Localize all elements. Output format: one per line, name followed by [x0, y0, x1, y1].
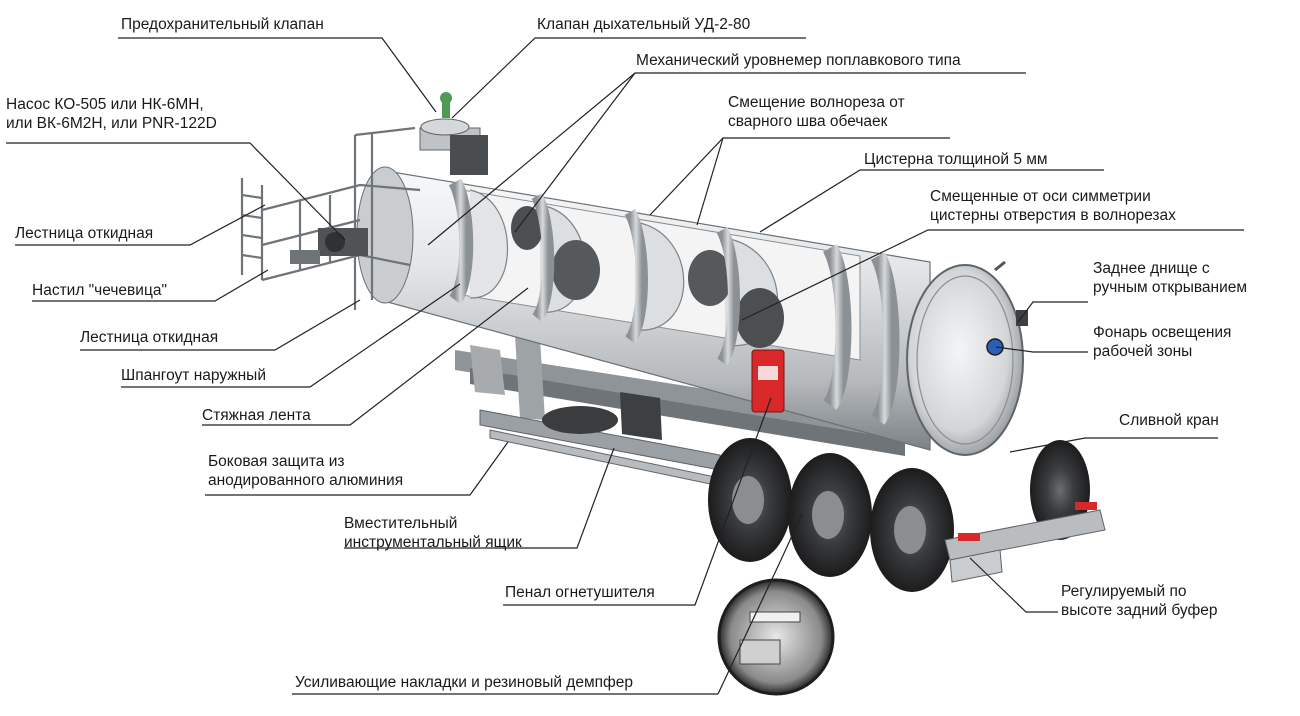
label-tool-box-line-2: инструментальный ящик: [344, 534, 522, 551]
label-rear-bumper-line-2: высоте задний буфер: [1061, 602, 1218, 619]
chassis-frame: [455, 335, 905, 487]
label-ladder-2: Лестница откидная: [80, 329, 219, 346]
label-tension-strap: Стяжная лента: [202, 407, 311, 424]
label-work-light-line-1: Фонарь освещения: [1093, 324, 1232, 341]
label-pads-damper: Усиливающие накладки и резиновый демпфер: [295, 674, 634, 691]
label-deck: Настил "чечевица": [32, 282, 167, 299]
detail-inset: [717, 578, 835, 696]
rear-head: [906, 260, 1028, 456]
label-drain-valve: Сливной кран: [1119, 412, 1219, 429]
label-tank-thickness: Цистерна толщиной 5 мм: [864, 151, 1048, 168]
label-side-guard-line-2: анодированного алюминия: [208, 472, 404, 489]
top-equipment: [419, 92, 488, 175]
label-work-light-line-2: рабочей зоны: [1093, 343, 1193, 360]
label-baffle-offset: Смещение волнореза от сварного шва обеча…: [728, 93, 905, 131]
label-pump: Насос КО-505 или НК-6МН, или ВК-6М2Н, ил…: [6, 95, 217, 133]
pump-assembly: [290, 228, 368, 264]
label-side-guard-line-1: Боковая защита из: [208, 453, 345, 470]
label-baffle-holes: Смещенные от оси симметрии цистерны отве…: [930, 187, 1176, 225]
label-rear-bumper: Регулируемый по высоте задний буфер: [1061, 582, 1218, 620]
label-baffle-offset-line-1: Смещение волнореза от: [728, 94, 905, 111]
label-outer-frame: Шпангоут наружный: [121, 367, 266, 384]
label-tool-box: Вместительный инструментальный ящик: [344, 514, 522, 552]
label-pump-line-2: или ВК-6М2Н, или PNR-122D: [6, 115, 217, 132]
leader-lines: [6, 37, 1244, 695]
label-side-guard: Боковая защита из анодированного алюмини…: [208, 452, 403, 490]
label-tool-box-line-1: Вместительный: [344, 515, 458, 532]
label-rear-bumper-line-1: Регулируемый по: [1061, 583, 1187, 600]
fire-extinguisher-case: [751, 349, 785, 413]
label-baffle-holes-line-1: Смещенные от оси симметрии: [930, 188, 1151, 205]
label-ladder-1: Лестница откидная: [15, 225, 154, 242]
label-pump-line-1: Насос КО-505 или НК-6МН,: [6, 96, 204, 113]
label-work-light: Фонарь освещения рабочей зоны: [1093, 323, 1231, 361]
label-safety-valve: Предохранительный клапан: [121, 16, 324, 33]
rear-bumper: [944, 502, 1106, 583]
platform-railing: [240, 126, 421, 310]
label-rear-head-line-1: Заднее днище с: [1093, 260, 1210, 277]
wheels: [708, 438, 1090, 592]
label-rear-head: Заднее днище с ручным открыванием: [1093, 259, 1247, 297]
tank-bands: [448, 178, 900, 425]
label-baffle-holes-line-2: цистерны отверстия в волнорезах: [930, 207, 1176, 224]
label-baffle-offset-line-2: сварного шва обечаек: [728, 113, 888, 130]
label-breather-valve: Клапан дыхательный УД-2-80: [537, 16, 751, 33]
label-level-gauge: Механический уровнемер поплавкового типа: [636, 52, 961, 69]
label-extinguisher: Пенал огнетушителя: [505, 584, 655, 601]
label-rear-head-line-2: ручным открыванием: [1093, 279, 1248, 296]
